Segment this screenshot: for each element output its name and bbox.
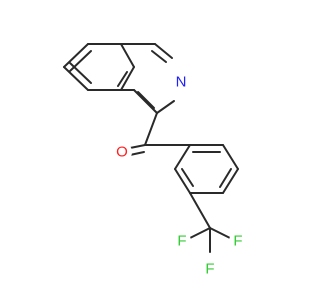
bond (120, 43, 135, 68)
bond (219, 168, 232, 188)
bond (69, 50, 92, 72)
nitrogen-label: N (176, 74, 187, 91)
bond (63, 66, 89, 91)
bond (154, 43, 173, 59)
bond (133, 89, 158, 114)
bond (187, 227, 211, 240)
bond (222, 144, 239, 170)
bond (117, 71, 128, 87)
bond (137, 91, 155, 109)
atom-o: O (112, 142, 132, 162)
bond (129, 151, 145, 156)
bond (209, 227, 233, 240)
bond-lines (63, 43, 239, 253)
fluorine-label: F (205, 261, 214, 278)
bond (129, 144, 146, 149)
atom-f2: F (229, 232, 247, 250)
atom-f1: F (173, 232, 191, 250)
bond (181, 168, 194, 187)
atom-labels: N O F F F (112, 72, 247, 278)
atom-f3: F (201, 260, 219, 278)
bond (69, 62, 92, 84)
atom-n: N (171, 72, 191, 92)
bond (222, 168, 239, 194)
fluorine-label: F (233, 233, 242, 250)
bond (174, 168, 191, 194)
oxygen-label: O (116, 144, 128, 161)
bond (151, 50, 167, 63)
fluorine-label: F (177, 233, 186, 250)
molecule-structure: N O F F F (63, 43, 247, 278)
bond (63, 43, 89, 68)
bond (120, 66, 135, 91)
bond (156, 100, 175, 114)
bond (189, 192, 211, 229)
bond (144, 112, 158, 146)
bond (174, 144, 191, 170)
